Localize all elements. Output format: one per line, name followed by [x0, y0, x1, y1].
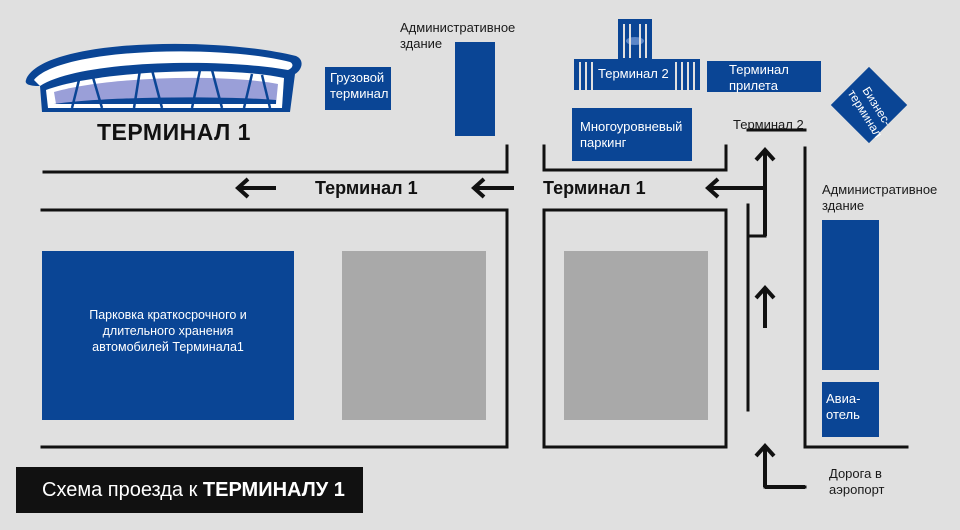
terminal2-road-label: Терминал 2 — [733, 117, 804, 132]
road-to-airport-label: Дорога в аэропорт — [829, 466, 885, 497]
cargo-terminal-label: Грузовой терминал — [330, 70, 389, 101]
unlabeled-block-middle — [564, 251, 708, 420]
avia-hotel: Авиа-отель — [822, 382, 879, 437]
cargo-terminal: Грузовой терминал — [325, 67, 391, 110]
parking-terminal1: Парковка краткосрочного и длительного хр… — [42, 251, 294, 420]
road-label-terminal1-left: Терминал 1 — [315, 178, 418, 198]
admin-building-right — [822, 220, 879, 370]
admin-building-top-label: Административное здание — [400, 20, 516, 51]
terminal2-label: Терминал 2 — [598, 66, 669, 81]
admin-building-right-label: Административное здание — [822, 182, 938, 213]
parking-terminal1-label: Парковка краткосрочного и длительного хр… — [89, 308, 247, 354]
unlabeled-block-left — [342, 251, 486, 420]
arrival-terminal-label: Терминал прилета — [729, 62, 789, 93]
multilevel-parking-label: Многоуровневый паркинг — [580, 119, 683, 150]
terminal-building-icon — [25, 43, 302, 112]
admin-building-top — [455, 42, 495, 136]
map-caption-prefix: Схема проезда к — [42, 479, 203, 501]
arrival-terminal: Терминал прилета — [707, 61, 821, 93]
multilevel-parking: Многоуровневый паркинг — [572, 108, 692, 161]
map-caption-emphasis: ТЕРМИНАЛУ 1 — [202, 479, 345, 501]
road-label-terminal1-right: Терминал 1 — [543, 178, 646, 198]
map-caption: Схема проезда к ТЕРМИНАЛУ 1 — [16, 467, 363, 513]
terminal1-title: ТЕРМИНАЛ 1 — [97, 119, 251, 145]
avia-hotel-label: Авиа-отель — [826, 391, 861, 422]
